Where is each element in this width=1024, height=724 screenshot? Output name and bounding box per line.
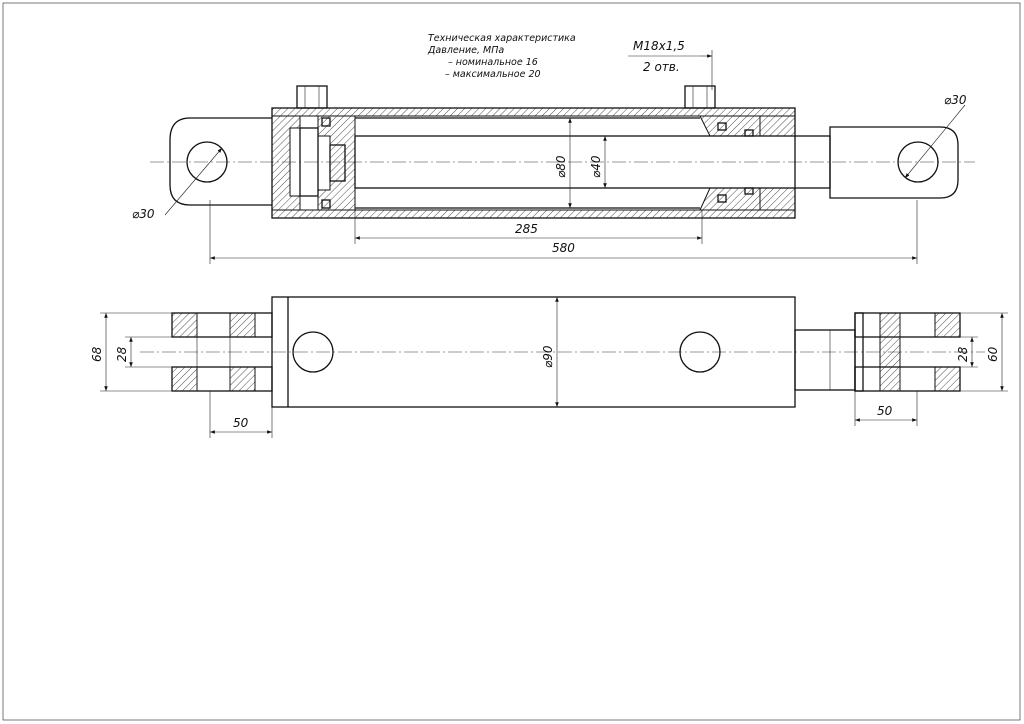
bottom-view: 68 28 50 ⌀90 28 60 50: [90, 296, 1008, 438]
piston: [317, 115, 356, 211]
piston-nut: [329, 144, 346, 182]
left-outer-dimension: 68: [90, 346, 104, 362]
clevis-section: [171, 366, 198, 392]
right-eye-hole: [897, 141, 939, 183]
top-view: 285 580 ⌀80 ⌀40 ⌀30 ⌀30 M18x1,5 2 отв. Т…: [132, 33, 975, 264]
bore-diameter: ⌀80: [554, 155, 568, 178]
right-eye-leader: [904, 104, 966, 179]
notes-line-1: Техническая характеристика: [428, 33, 576, 44]
body-diameter: ⌀90: [541, 345, 555, 368]
rod-seal: [744, 187, 754, 195]
left-length-dimension: 50: [233, 416, 249, 430]
clevis-section: [934, 366, 961, 392]
port-right: [684, 85, 716, 109]
body-wall-bottom: [271, 209, 796, 219]
gland-nut-bottom: [759, 187, 796, 211]
right-inner-dimension: 28: [956, 346, 970, 362]
body-wall-top: [271, 107, 796, 117]
piston-hub: [299, 127, 319, 197]
length-dimension: 580: [552, 241, 575, 255]
rod-side: [794, 329, 856, 391]
port-circle-left: [292, 331, 334, 373]
port-circle-right: [679, 331, 721, 373]
thread-count: 2 отв.: [643, 60, 680, 74]
right-outer-dimension: 60: [986, 346, 1000, 362]
clevis-section: [229, 366, 256, 392]
piston-seal-bottom: [321, 199, 331, 209]
gland-top: [699, 115, 761, 137]
notes-line-4: – максимальное 20: [445, 69, 541, 80]
piston-seal-top: [321, 117, 331, 127]
rod-seal: [744, 129, 754, 137]
gland-bottom: [699, 187, 761, 211]
right-length-dimension: 50: [877, 404, 893, 418]
clevis-section: [934, 312, 961, 338]
right-eye: [829, 126, 959, 199]
rod-diameter: ⌀40: [589, 155, 603, 178]
port-left: [296, 85, 328, 109]
right-clevis-base: [854, 312, 864, 392]
notes-line-2: Давление, МПа: [427, 45, 504, 56]
notes-line-3: – номинальное 16: [448, 57, 538, 68]
right-eye-diameter: ⌀30: [944, 93, 967, 107]
clevis-section: [879, 312, 901, 392]
gland-nut-top: [759, 115, 796, 137]
stroke-dimension: 285: [515, 222, 538, 236]
left-eye-hole: [186, 141, 228, 183]
gland-seal: [717, 122, 727, 131]
left-eye-diameter: ⌀30: [132, 207, 155, 221]
gland-seal: [717, 194, 727, 203]
thread-spec: M18x1,5: [633, 39, 685, 53]
left-inner-dimension: 28: [115, 346, 129, 362]
left-eye-leader: [164, 147, 223, 216]
clevis-section: [171, 312, 198, 338]
end-cap: [271, 115, 301, 211]
clevis-section: [229, 312, 256, 338]
left-eye: [169, 117, 272, 206]
